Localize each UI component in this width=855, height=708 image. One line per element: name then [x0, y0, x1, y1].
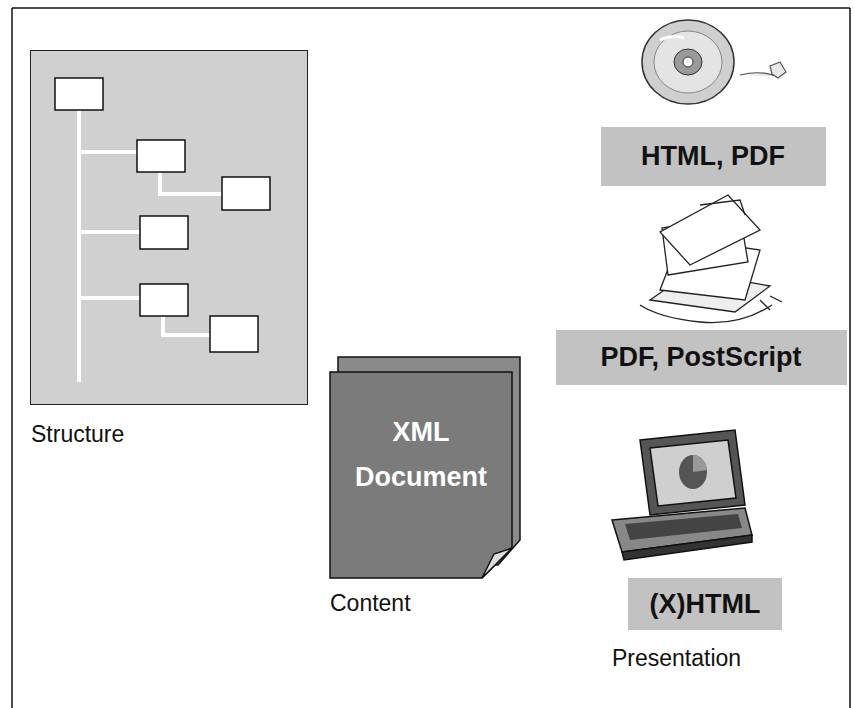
format-tag: HTML, PDF — [601, 127, 826, 186]
structure-panel: Structure — [30, 50, 308, 405]
page-shape — [330, 372, 512, 578]
tree-lines — [79, 110, 222, 382]
document-caption: Content — [330, 590, 411, 617]
laptop-icon — [612, 430, 752, 560]
page-fold — [482, 548, 512, 578]
document-page: XML DocumentContent — [330, 372, 512, 578]
cd-icon — [642, 20, 786, 104]
format-text: HTML, PDF — [641, 141, 785, 172]
column-label: Presentation — [612, 645, 741, 672]
format-text: (X)HTML — [650, 589, 761, 620]
panel-fill — [30, 50, 308, 405]
papers-icon — [640, 195, 782, 323]
format-tag: (X)HTML — [628, 578, 782, 630]
tree-boxes — [55, 78, 270, 352]
panel-caption: Structure — [31, 421, 124, 448]
format-tag: PDF, PostScript — [556, 330, 847, 385]
format-text: PDF, PostScript — [600, 342, 801, 373]
document-title: XML Document — [346, 372, 496, 499]
frame — [12, 8, 850, 708]
